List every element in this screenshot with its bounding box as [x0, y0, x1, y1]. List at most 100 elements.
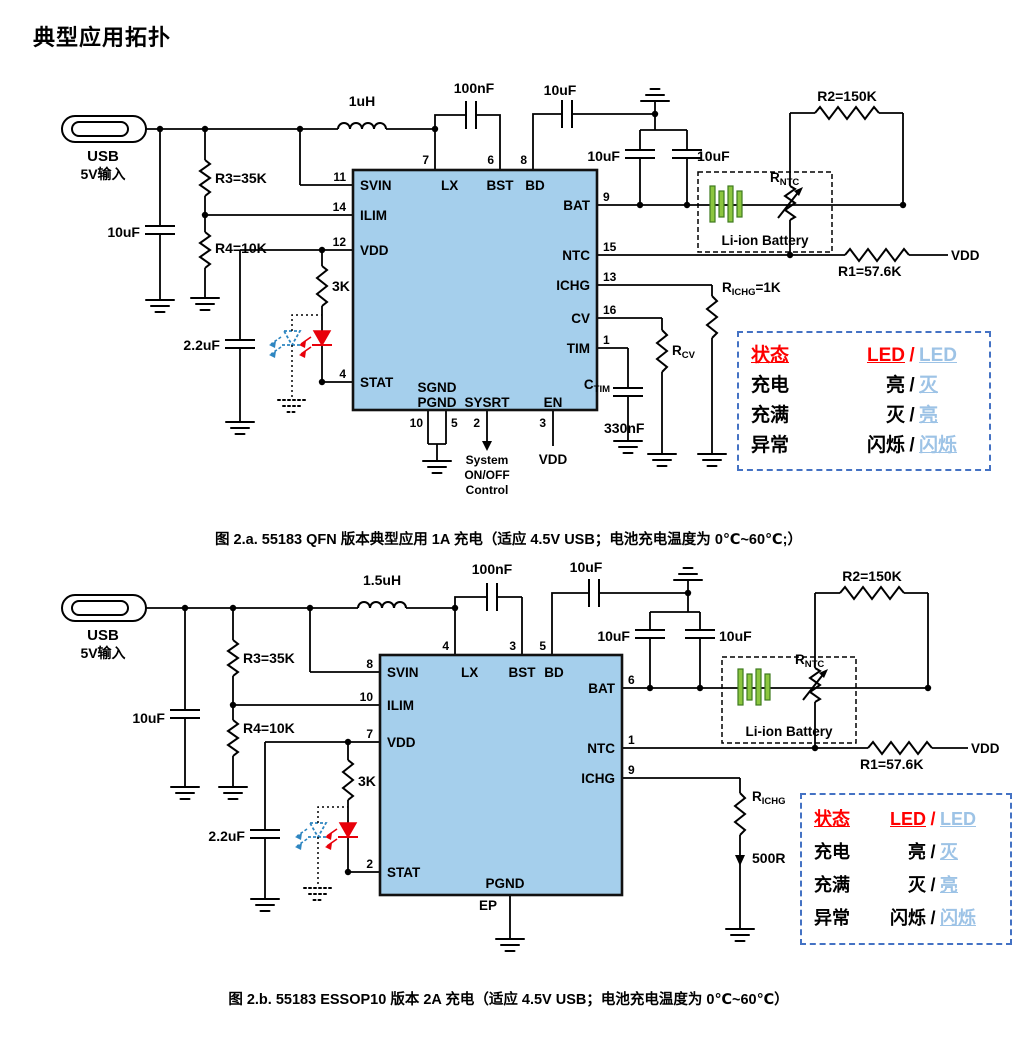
svg-text:PGND: PGND: [485, 876, 524, 891]
r1-label-a: R1=57.6K: [838, 263, 901, 279]
svg-text:10: 10: [410, 416, 424, 430]
svg-text:SYSRT: SYSRT: [464, 395, 510, 410]
svg-text:ICHG: ICHG: [581, 771, 615, 786]
led-table-row: 异常 闪烁 / 闪烁: [751, 434, 958, 456]
ground-icon: [145, 299, 175, 313]
battery-cell-icon: [755, 668, 762, 706]
ground-icon: [225, 421, 255, 435]
svg-text:LX: LX: [441, 178, 458, 193]
svg-text:12: 12: [333, 235, 347, 249]
status-col-header: 状态: [751, 344, 790, 366]
cap-vdd-label-a: 2.2uF: [183, 337, 220, 353]
led-table-row: 充满 灭 / 亮: [814, 874, 958, 895]
svg-text:1: 1: [603, 333, 610, 347]
sysrt-arrow-icon: [482, 441, 492, 451]
svg-text:2: 2: [473, 416, 480, 430]
vdd-ntc-label-a: VDD: [951, 248, 980, 263]
r2-label-b: R2=150K: [842, 568, 902, 584]
usb-5v-label-b: 5V输入: [80, 645, 125, 661]
sysrt-ctrl-line2-a: ON/OFF: [464, 468, 509, 482]
battery-pack-b: [721, 656, 857, 744]
svg-text:NTC: NTC: [562, 248, 590, 263]
cap-bst-label-b: 100nF: [472, 561, 513, 577]
svg-text:11: 11: [333, 170, 346, 184]
circuit-b: USB 5V输入: [61, 559, 1000, 952]
richg-label-b: RICHG: [752, 789, 786, 807]
led-table-header: 状态 LED / LED: [814, 808, 976, 829]
ground-dotted-icon: [277, 399, 307, 413]
svg-text:CV: CV: [571, 311, 590, 326]
ground-icon: [422, 460, 452, 474]
svg-text:4: 4: [442, 639, 449, 653]
sysrt-ctrl-line3-a: Control: [466, 483, 509, 497]
battery-cell-icon: [727, 185, 734, 223]
cap-bst-label-a: 100nF: [454, 80, 495, 96]
ground-icon: [250, 898, 280, 912]
rntc-label-a: RNTC: [770, 170, 799, 188]
ic-chip-a: [351, 168, 599, 412]
ic-chip-b: [378, 653, 624, 897]
svg-text:SGND: SGND: [417, 380, 456, 395]
optional-led-wires-b: [317, 806, 348, 887]
r4-label-b: R4=10K: [243, 720, 295, 736]
richg-arrow-icon: [735, 855, 745, 866]
svg-text:ICHG: ICHG: [556, 278, 590, 293]
capacitor-plates-a: [145, 100, 702, 397]
richg-value-b: 500R: [752, 850, 785, 866]
svg-text:16: 16: [603, 303, 617, 317]
cap-in-label-b: 10uF: [132, 710, 165, 726]
battery-pack-a: [697, 171, 833, 253]
junction-dots-a: [156, 110, 907, 386]
figure-caption-a: 图 2.a. 55183 QFN 版本典型应用 1A 充电（适应 4.5V US…: [215, 532, 802, 548]
ground-dotted-icon: [303, 887, 333, 901]
svg-text:VDD: VDD: [387, 735, 416, 750]
ground-icon: [190, 297, 220, 311]
battery-cell-icon: [737, 668, 744, 706]
svg-text:4: 4: [339, 367, 346, 381]
cap-out-right-label-b: 10uF: [719, 628, 752, 644]
svg-text:SVIN: SVIN: [360, 178, 392, 193]
svg-text:15: 15: [603, 240, 617, 254]
svg-text:9: 9: [603, 190, 610, 204]
cap-in-label-a: 10uF: [107, 224, 140, 240]
battery-cell-icon: [764, 673, 771, 701]
svg-text:14: 14: [333, 200, 347, 214]
svg-text:ILIM: ILIM: [387, 698, 414, 713]
vdd-ntc-label-b: VDD: [971, 741, 1000, 756]
led-table-row: 充电 亮 / 灭: [751, 374, 939, 396]
svg-text:1: 1: [628, 733, 635, 747]
svg-text:3: 3: [509, 639, 516, 653]
svg-text:ILIM: ILIM: [360, 208, 387, 223]
ctim-value-a: 330nF: [604, 420, 645, 436]
svg-text:3: 3: [539, 416, 546, 430]
r3-label-b: R3=35K: [243, 650, 295, 666]
ground-icon: [495, 938, 525, 952]
battery-cell-icon: [736, 190, 743, 218]
usb-connector-icon: [61, 594, 147, 622]
ground-icon: [640, 88, 670, 102]
page-title: 典型应用拓扑: [33, 25, 172, 50]
svg-text:BST: BST: [487, 178, 515, 193]
capacitor-plates-b: [170, 579, 715, 839]
pin-numbers-a: 11 14 12 4 7 6 8 9 15 13 16 1 10 5 2 3: [333, 153, 617, 430]
svg-text:BD: BD: [544, 665, 564, 680]
ntc-arrow: [802, 671, 826, 701]
led-status-table-a: 状态 LED / LED 充电 亮 / 灭 充满 灭 / 亮 异常: [737, 331, 991, 471]
svg-text:6: 6: [628, 673, 635, 687]
svg-text:SVIN: SVIN: [387, 665, 419, 680]
svg-text:VDD: VDD: [360, 243, 389, 258]
r2-label-a: R2=150K: [817, 88, 877, 104]
richg-label-a: RICHG=1K: [722, 280, 781, 298]
cap-bd-label-b: 10uF: [570, 559, 603, 575]
battery-cell-icon: [718, 190, 725, 218]
resistors-a: [198, 105, 910, 373]
svg-text:BAT: BAT: [588, 681, 615, 696]
r-led-label-b: 3K: [358, 773, 376, 789]
r1-label-b: R1=57.6K: [860, 756, 923, 772]
led-status-table-b: 状态 LED / LED 充电 亮 / 灭 充满 灭 / 亮 异常: [800, 793, 1012, 945]
svg-text:EN: EN: [544, 395, 563, 410]
svg-text:EP: EP: [479, 898, 497, 913]
usb-5v-label-a: 5V输入: [80, 166, 125, 182]
svg-text:9: 9: [628, 763, 635, 777]
